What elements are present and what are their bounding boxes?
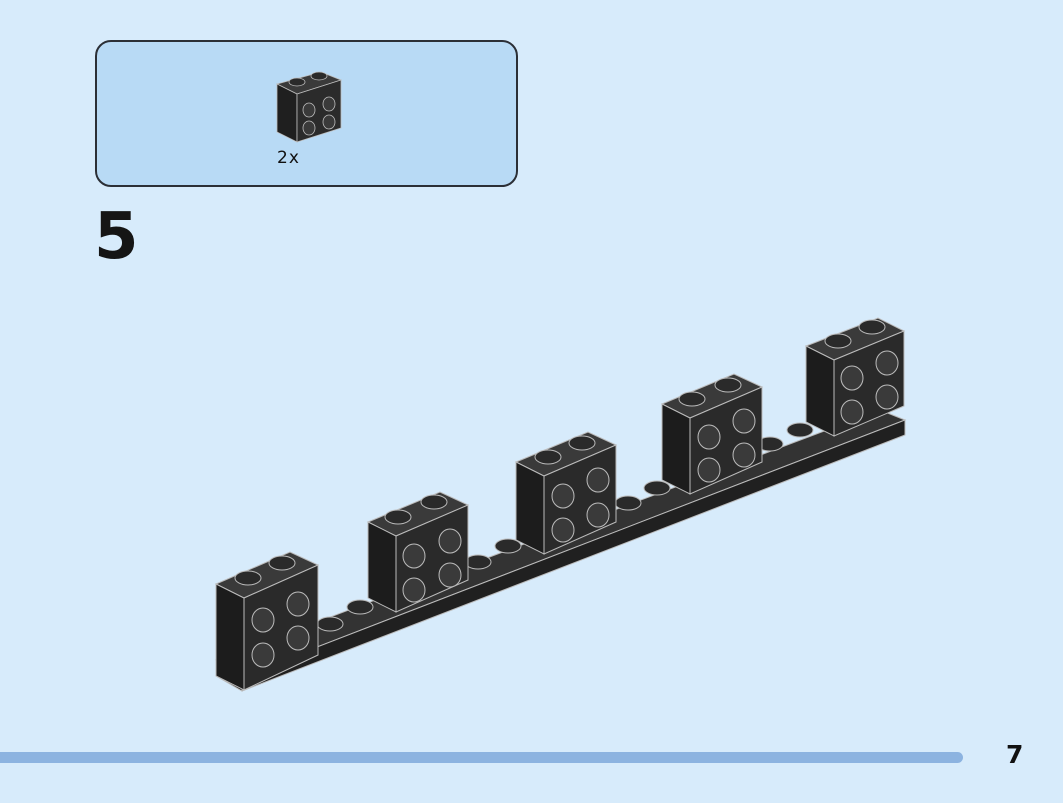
brick-3 — [514, 431, 618, 555]
brick-part-icon — [275, 71, 343, 143]
progress-bar — [0, 752, 963, 763]
parts-callout: 2x — [95, 40, 518, 187]
step-number: 5 — [94, 200, 139, 274]
brick-4 — [660, 373, 764, 495]
page-number: 7 — [1006, 740, 1024, 769]
brick-1 — [214, 551, 320, 691]
part-quantity: 2x — [277, 148, 300, 168]
brick-2 — [366, 491, 470, 613]
brick-5 — [804, 317, 906, 437]
